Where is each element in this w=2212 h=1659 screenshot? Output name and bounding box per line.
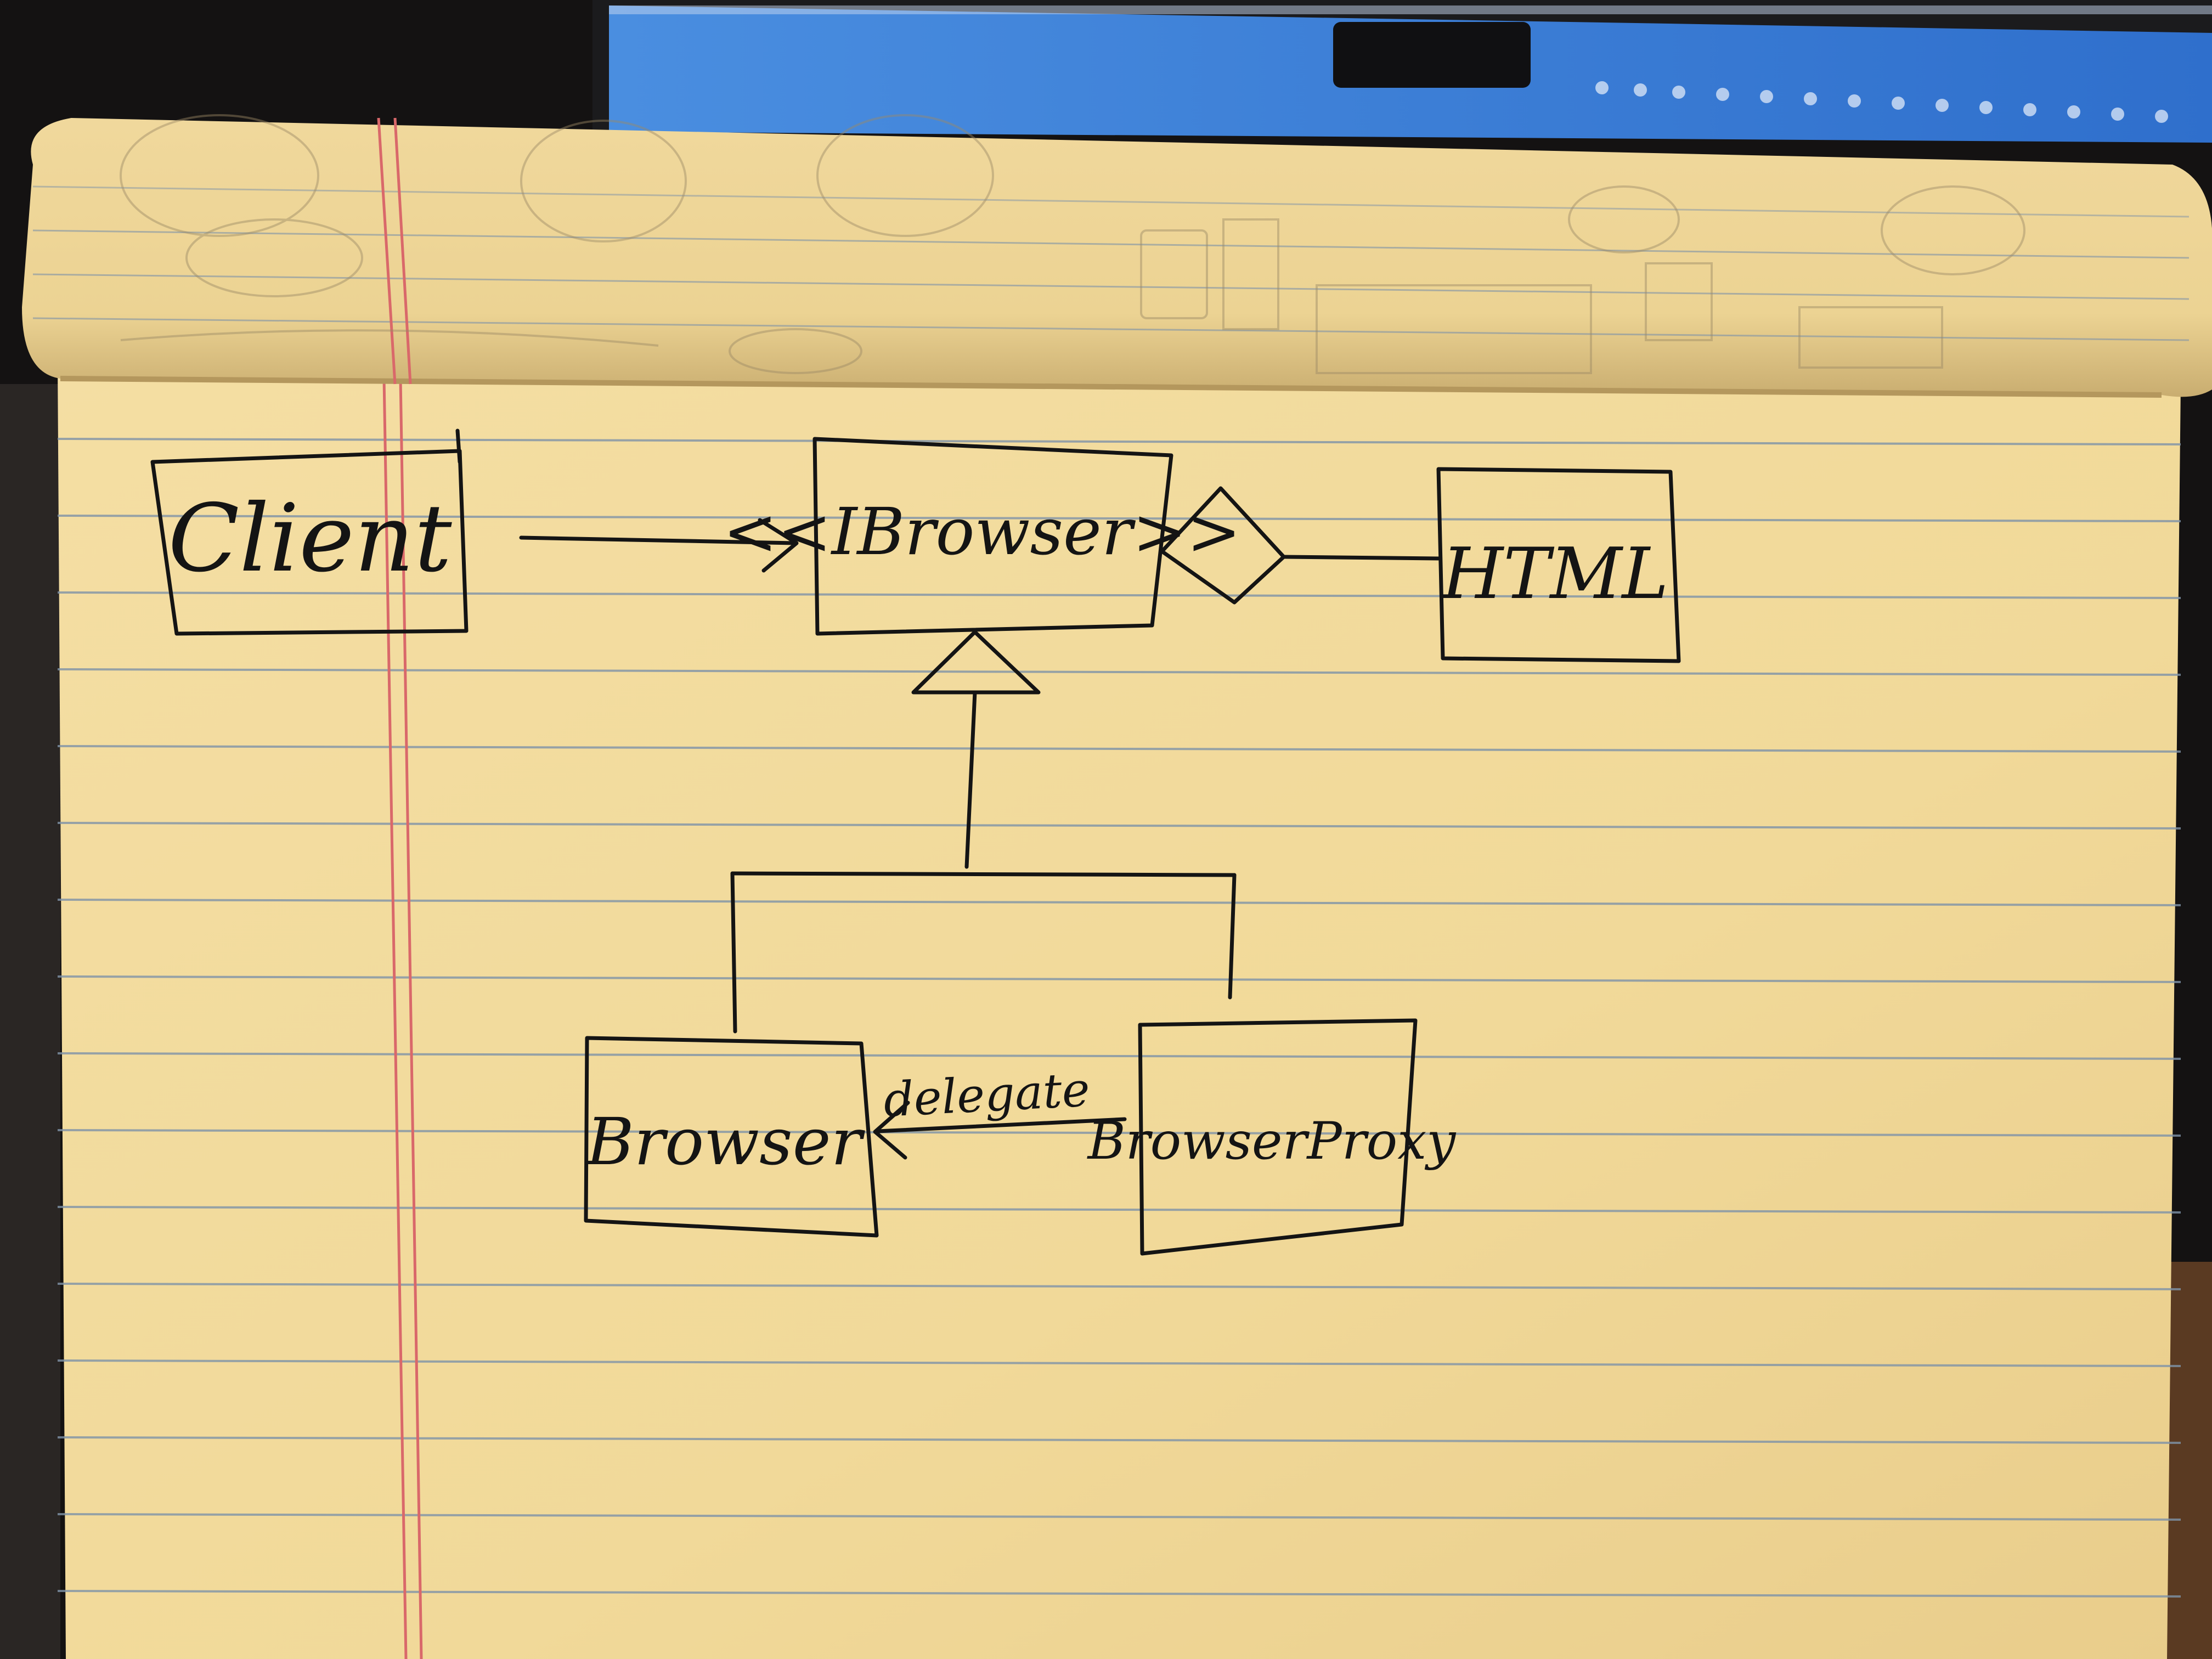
legal-pad	[22, 114, 2212, 1659]
ruled-line	[57, 1359, 2181, 1367]
rolled-pages	[22, 114, 2212, 398]
aggregation-diamond	[1160, 486, 1441, 605]
html-box: HTML	[1436, 467, 1681, 663]
ruled-line	[57, 591, 2181, 599]
client-label: Client	[168, 484, 452, 593]
ruled-line	[57, 1206, 2181, 1214]
margin-lines	[382, 378, 423, 1659]
ruled-line	[57, 745, 2181, 753]
ruled-lines	[57, 438, 2181, 1598]
ruled-line	[57, 822, 2181, 830]
browser-box: Browser	[584, 1036, 879, 1238]
ruled-line	[57, 438, 2181, 445]
ruled-line	[57, 1283, 2181, 1290]
ruled-line	[57, 668, 2181, 676]
generalization-tree	[730, 630, 1237, 1034]
browser-label: Browser	[585, 1104, 866, 1180]
client-box: Client	[150, 428, 469, 636]
ruled-line	[57, 515, 2181, 522]
ruled-line	[57, 1513, 2181, 1521]
ibrowser-label: <<IBrowser>>	[723, 494, 1241, 569]
ruled-line	[57, 1436, 2181, 1444]
ruled-line	[57, 899, 2181, 906]
uml-diagram: Client <<IBrowser>> HTML	[150, 428, 1681, 1256]
left-edge-shadow	[0, 384, 60, 1659]
html-label: HTML	[1441, 533, 1668, 615]
ruled-line	[57, 1590, 2181, 1598]
paper-sheet	[58, 362, 2181, 1659]
ibrowser-box: <<IBrowser>>	[723, 437, 1241, 636]
delegate-arrow: delegate	[873, 1062, 1127, 1160]
browserproxy-box: BrowserProxy	[1087, 1018, 1457, 1256]
browserproxy-label: BrowserProxy	[1087, 1111, 1457, 1171]
laptop-notch	[1333, 22, 1531, 88]
client-to-ibrowser-arrow	[519, 518, 799, 573]
delegate-label: delegate	[882, 1062, 1091, 1128]
laptop-screen	[592, 0, 2212, 143]
